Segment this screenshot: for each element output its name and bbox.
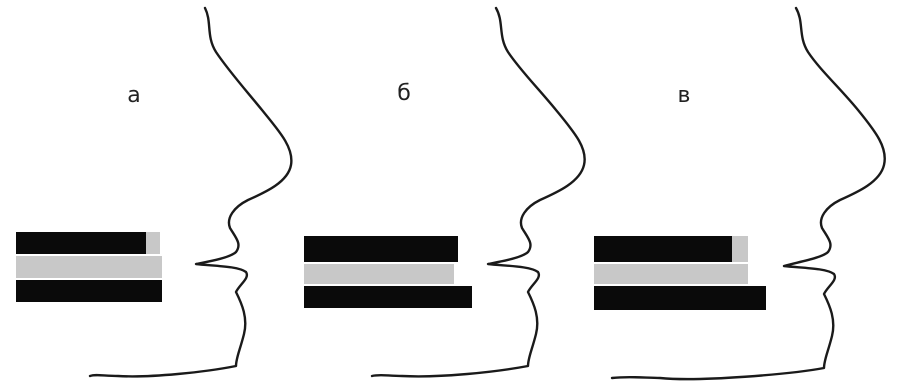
face-profile-c bbox=[610, 6, 886, 381]
panel-label-c: в bbox=[678, 83, 691, 108]
upper-band-b bbox=[304, 236, 458, 262]
upper-band-c bbox=[594, 236, 732, 262]
middle-band-c bbox=[594, 264, 748, 284]
panel-label-b: б bbox=[397, 81, 411, 106]
middle-band-b bbox=[304, 264, 454, 284]
lower-band-a bbox=[16, 280, 162, 302]
upper-band-a bbox=[16, 232, 146, 254]
panel-a: а bbox=[16, 6, 293, 378]
panel-c: в bbox=[594, 6, 886, 381]
upper-band-tip-c bbox=[732, 236, 748, 262]
upper-band-tip-a bbox=[146, 232, 160, 254]
face-profile-b bbox=[370, 6, 586, 378]
face-profile-a bbox=[88, 6, 293, 378]
panel-label-a: а bbox=[127, 83, 140, 108]
panel-b: б bbox=[304, 6, 586, 378]
lower-band-c bbox=[594, 286, 766, 310]
middle-band-a bbox=[16, 256, 162, 278]
lower-band-b bbox=[304, 286, 472, 308]
